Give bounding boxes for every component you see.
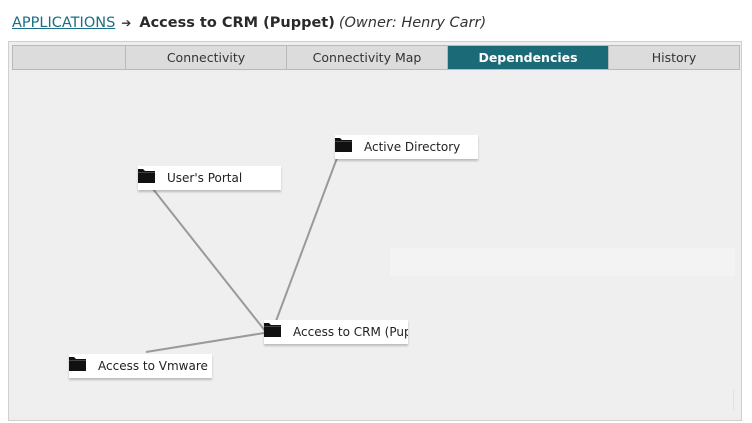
graph-node-access-crm[interactable]: Access to CRM (Pup — [264, 320, 408, 344]
edge-access-vmware-to-access-crm — [145, 332, 265, 353]
tab-bar: Connectivity Connectivity Map Dependenci… — [12, 45, 740, 70]
edge-users-portal-to-access-crm — [152, 188, 267, 333]
graph-node-users-portal[interactable]: User's Portal — [138, 166, 281, 190]
breadcrumb: APPLICATIONS ➔ Access to CRM (Puppet)(Owne… — [12, 13, 486, 33]
breadcrumb-applications-link[interactable]: APPLICATIONS — [12, 15, 116, 31]
folder-icon — [69, 357, 86, 371]
folder-icon — [138, 169, 155, 183]
folder-icon — [335, 138, 352, 152]
node-label: User's Portal — [167, 171, 243, 185]
folder-icon — [264, 323, 281, 337]
background-divider — [733, 390, 734, 410]
node-label: Access to CRM (Pup — [293, 325, 408, 339]
node-label: Active Directory — [364, 140, 461, 154]
graph-edges — [145, 157, 338, 353]
page-title: Access to CRM (Puppet) — [139, 15, 335, 31]
tab-history[interactable]: History — [608, 46, 739, 69]
tab-connectivity[interactable]: Connectivity — [125, 46, 286, 69]
dependency-graph-canvas[interactable]: Active Directory User's Portal Access to… — [12, 72, 740, 417]
node-label: Access to Vmware E — [98, 359, 212, 373]
tab-connectivity-map[interactable]: Connectivity Map — [286, 46, 447, 69]
background-band — [390, 248, 735, 276]
tab-dependencies[interactable]: Dependencies — [447, 46, 608, 69]
application-panel: Connectivity Connectivity Map Dependenci… — [8, 41, 742, 421]
graph-node-access-vmware[interactable]: Access to Vmware E — [69, 354, 212, 378]
owner-label: (Owner: Henry Carr) — [338, 15, 487, 31]
tab-blank[interactable] — [13, 46, 125, 69]
graph-node-active-directory[interactable]: Active Directory — [335, 135, 478, 159]
edge-active-directory-to-access-crm — [275, 157, 338, 322]
arrow-right-icon: ➔ — [121, 16, 132, 30]
